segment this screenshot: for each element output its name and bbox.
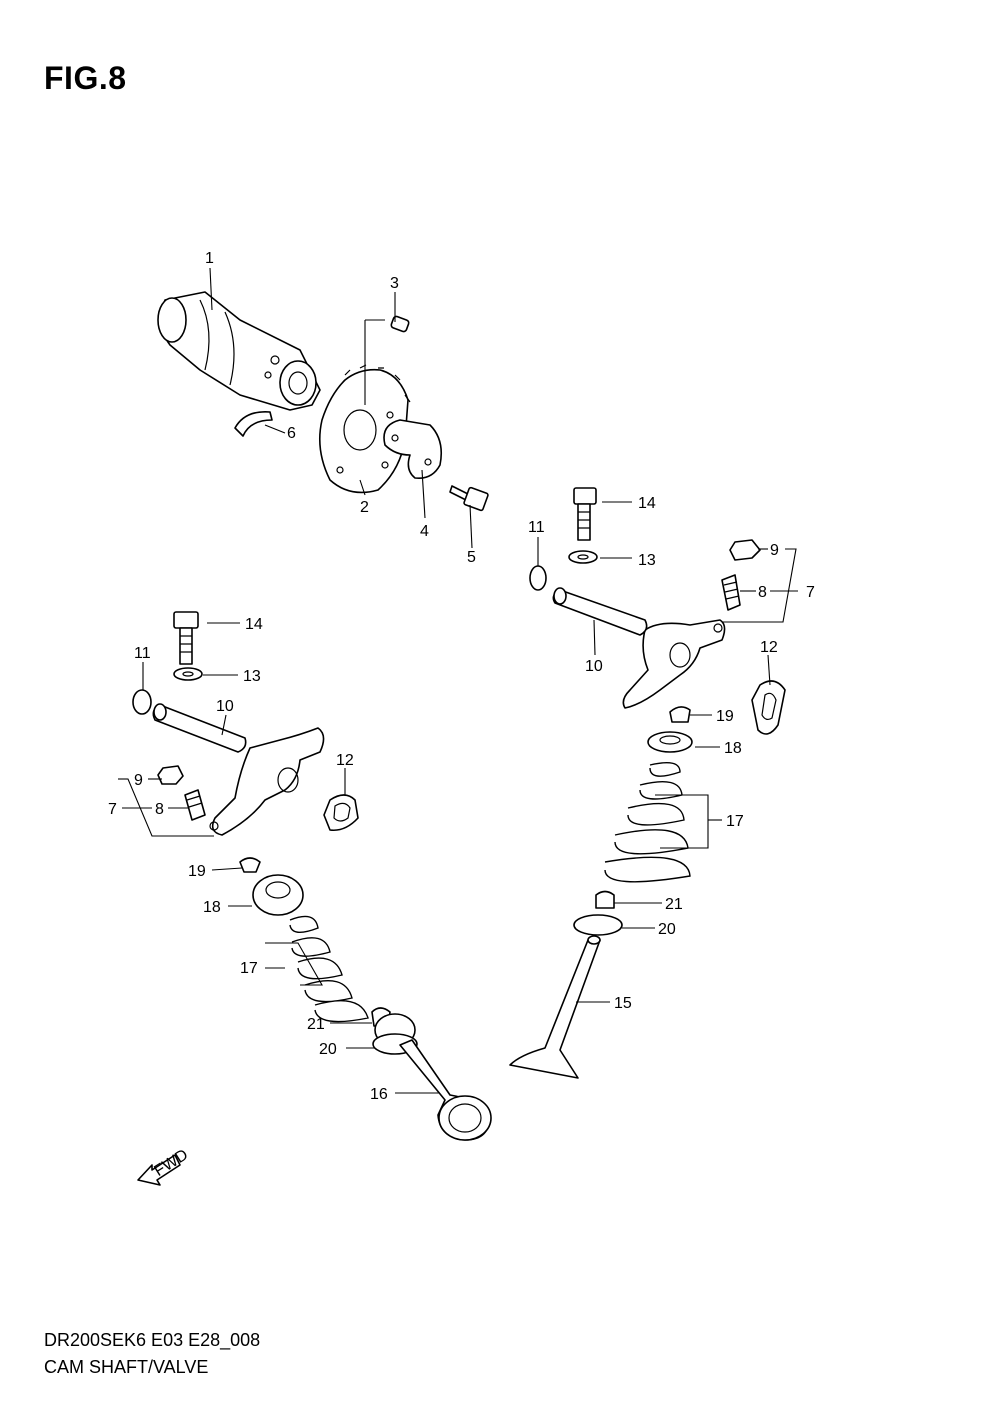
callout-4: 4 xyxy=(420,523,429,540)
callout-7-left: 7 xyxy=(108,801,117,818)
callout-20-left: 20 xyxy=(319,1041,337,1058)
cam-sprocket-part[interactable] xyxy=(319,364,411,494)
cam-guide-right-part[interactable] xyxy=(751,680,786,735)
callout-18-right: 18 xyxy=(724,740,742,757)
section-title: CAM SHAFT/VALVE xyxy=(44,1357,209,1377)
cotter-left-part[interactable] xyxy=(239,857,261,873)
callout-16: 16 xyxy=(370,1086,388,1103)
callout-7-right: 7 xyxy=(806,584,815,601)
figure-title: FIG.8 xyxy=(44,60,127,96)
callout-8-right: 8 xyxy=(758,584,767,601)
valve-spring-right-part[interactable] xyxy=(604,762,691,883)
lock-nut-left-part[interactable] xyxy=(157,765,184,785)
callout-13-right: 13 xyxy=(638,552,656,569)
callout-9-right: 9 xyxy=(770,542,779,559)
forward-direction-arrow-icon: FWD xyxy=(137,1146,191,1186)
callout-19-left: 19 xyxy=(188,863,206,880)
dowel-pin-part[interactable] xyxy=(390,315,410,333)
callout-9-left: 9 xyxy=(134,772,143,789)
washer-right-part[interactable] xyxy=(568,550,598,564)
callout-14-right: 14 xyxy=(638,495,656,512)
callout-10-left: 10 xyxy=(216,698,234,715)
lock-washer-part[interactable] xyxy=(383,419,443,480)
callout-15: 15 xyxy=(614,995,632,1012)
adjuster-screw-right-part[interactable] xyxy=(721,574,741,611)
lock-nut-right-part[interactable] xyxy=(729,539,761,561)
exhaust-valve-part[interactable] xyxy=(509,935,601,1079)
cotter-right-part[interactable] xyxy=(669,706,691,723)
washer-left-part[interactable] xyxy=(173,667,203,681)
spring-retainer-left-part[interactable] xyxy=(252,874,304,916)
callout-1: 1 xyxy=(205,250,214,267)
model-code: DR200SEK6 E03 E28_008 xyxy=(44,1330,261,1350)
oil-seal-right-part[interactable] xyxy=(595,890,615,909)
callout-2: 2 xyxy=(360,499,369,516)
callout-18-left: 18 xyxy=(203,899,221,916)
callout-17-right: 17 xyxy=(726,813,744,830)
camshaft-part[interactable] xyxy=(157,291,321,411)
callout-8-left: 8 xyxy=(155,801,164,818)
sprocket-bolt-part[interactable] xyxy=(449,485,489,512)
callout-12-left: 12 xyxy=(336,752,354,769)
leader-lines xyxy=(118,267,798,1094)
spring-seat-right-part[interactable] xyxy=(573,914,623,936)
callout-5: 5 xyxy=(467,549,476,566)
callout-11-right: 11 xyxy=(528,519,545,536)
valve-spring-left-part[interactable] xyxy=(289,915,369,1023)
spring-retainer-right-part[interactable] xyxy=(647,731,693,753)
camshaft-clip-part[interactable] xyxy=(234,411,273,437)
callout-12-right: 12 xyxy=(760,639,778,656)
callout-10-right: 10 xyxy=(585,658,603,675)
callout-3: 3 xyxy=(390,275,399,292)
callout-20-right: 20 xyxy=(658,921,676,938)
rocker-shaft-left-part[interactable] xyxy=(152,703,247,753)
rocker-arm-right-part[interactable] xyxy=(622,619,726,709)
shaft-bolt-right-part[interactable] xyxy=(573,487,597,541)
callout-6: 6 xyxy=(287,425,296,442)
o-ring-left-part[interactable] xyxy=(132,689,152,715)
callout-17-left: 17 xyxy=(240,960,258,977)
intake-valve-part[interactable] xyxy=(399,1039,492,1141)
fwd-label: FWD xyxy=(151,1146,191,1180)
callout-14-left: 14 xyxy=(245,616,263,633)
callout-19-right: 19 xyxy=(716,708,734,725)
spring-seat-left-part[interactable] xyxy=(372,1013,418,1055)
cam-guide-left-part[interactable] xyxy=(323,794,359,832)
rocker-shaft-right-part[interactable] xyxy=(552,587,648,636)
callout-labels: 1 2 3 4 5 6 14 13 11 10 9 8 7 12 19 18 1… xyxy=(108,250,815,1103)
callout-13-left: 13 xyxy=(243,668,261,685)
o-ring-right-part[interactable] xyxy=(529,565,547,591)
callout-21-right: 21 xyxy=(665,896,683,913)
callout-11-left: 11 xyxy=(134,645,151,662)
rocker-arm-left-part[interactable] xyxy=(209,727,325,836)
callout-21-left: 21 xyxy=(307,1016,325,1033)
adjuster-screw-left-part[interactable] xyxy=(184,789,206,821)
shaft-bolt-left-part[interactable] xyxy=(173,611,199,665)
